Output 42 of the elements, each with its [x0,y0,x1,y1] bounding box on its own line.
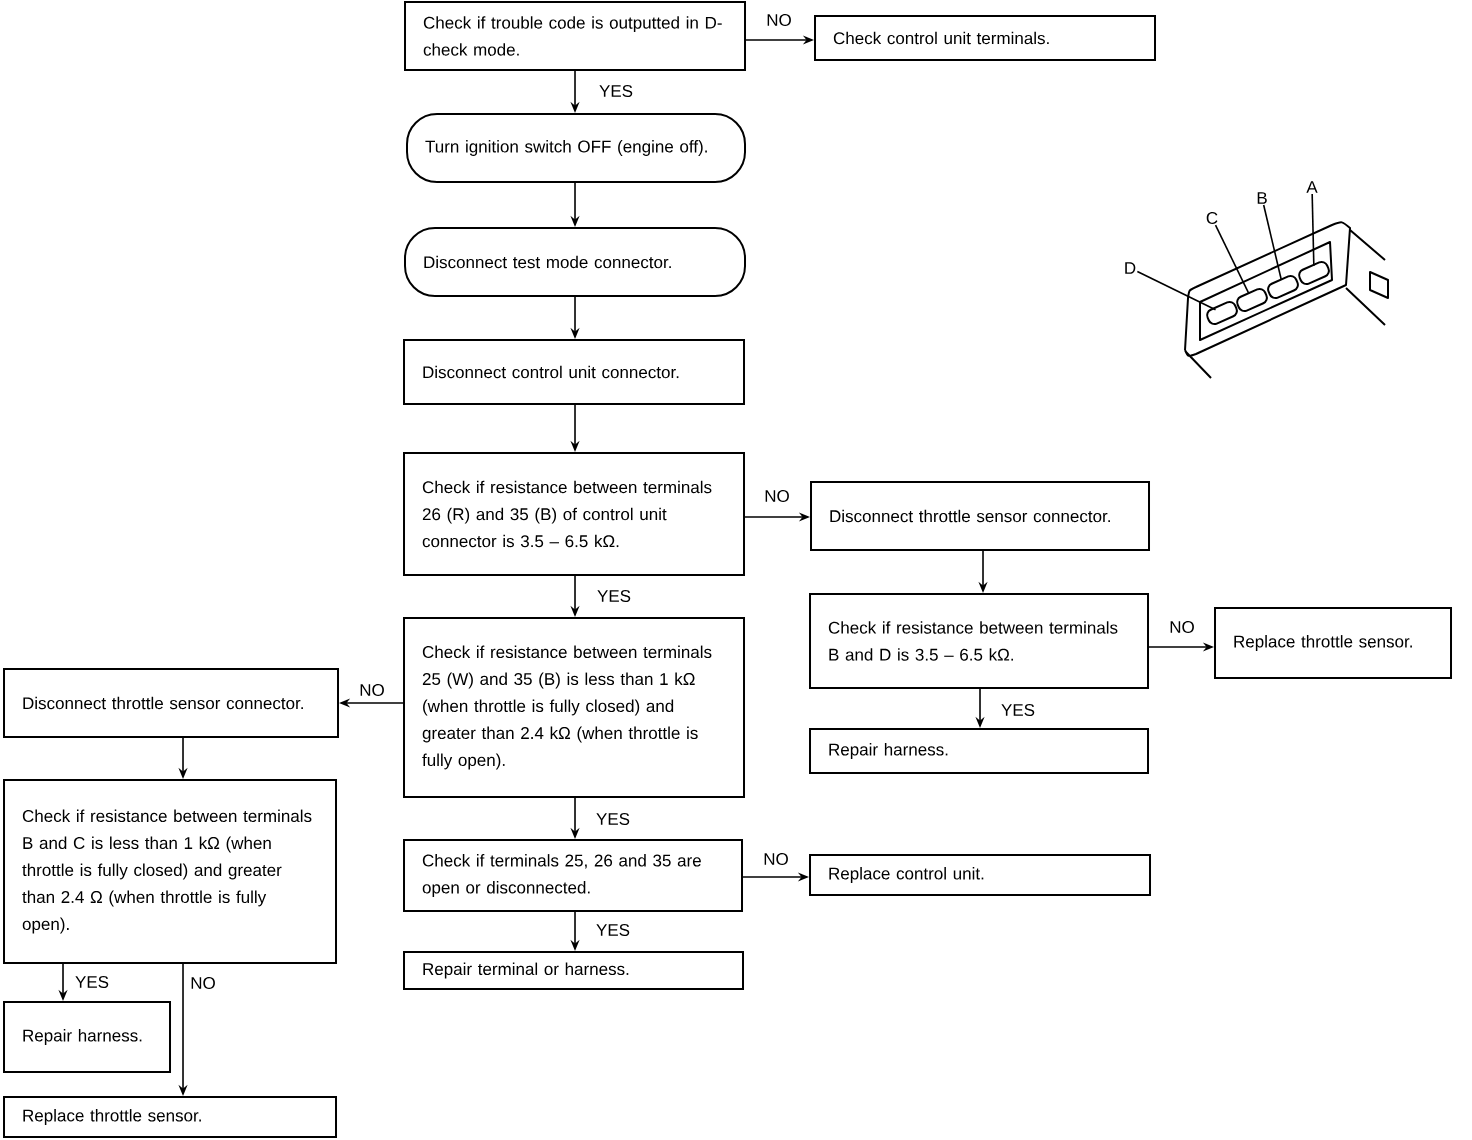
terminal-slot [1298,260,1330,286]
leader-line [1214,224,1250,295]
process-box: Disconnect control unit connector. [403,339,745,405]
terminal-letter: D [1125,262,1136,274]
terminal-letter: C [1206,212,1218,224]
process-box: Disconnect throttle sensor connector. [810,481,1150,551]
terminal-letter: A [1306,181,1318,193]
process-box: Check if resistance between terminals B and D is 3.5 – 6.5 kΩ. [809,593,1149,689]
process-box: Disconnect throttle sensor connector. [3,668,339,738]
leader-line [1262,204,1283,281]
edge-label: YES [596,589,632,603]
process-box: Repair harness. [809,728,1149,774]
terminal-slot [1236,287,1268,313]
process-box: Check if resistance between terminals 25 (W) and 35 (B) is less than 1 kΩ (when throttle is fully closed) and greater than 2.4 kΩ (when throttle is fully open). [403,617,745,798]
process-box: Check if resistance between terminals 26 (R) and 35 (B) of control unit connector is 3.5 – 6.5 kΩ. [403,452,745,576]
process-box: Check control unit terminals. [814,15,1156,61]
process-box: Check if terminals 25, 26 and 35 are open or disconnected. [403,839,743,912]
process-box: Repair harness. [3,1001,171,1073]
terminal-letter: B [1257,192,1267,204]
edge-label: YES [74,975,110,989]
edge-label: NO [765,13,793,27]
edge-label: NO [762,852,790,866]
edge-label: NO [1168,620,1196,634]
edge-label: YES [595,812,631,826]
process-box: Repair terminal or harness. [403,951,744,990]
rounded-process-box: Turn ignition switch OFF (engine off). [406,113,746,183]
rounded-process-box: Disconnect test mode connector. [404,227,746,297]
process-box: Replace throttle sensor. [1214,607,1452,679]
process-box: Replace throttle sensor. [3,1096,337,1138]
leader-line [1136,270,1217,311]
terminal-slot [1267,274,1299,300]
edge-label: YES [595,923,631,937]
edge-label: NO [189,976,217,990]
process-box: Check if trouble code is outputted in D-check mode. [404,1,746,71]
edge-label: NO [358,683,386,697]
leader-line [1311,193,1315,267]
edge-label: NO [763,489,791,503]
terminal-slot [1206,300,1238,326]
process-box: Replace control unit. [809,854,1151,896]
process-box: Check if resistance between terminals B and C is less than 1 kΩ (when throttle is fully closed) and greater than 2.4 Ω (when throttle is fully open). [3,779,337,964]
edge-label: YES [598,84,634,98]
edge-label: YES [1000,703,1036,717]
